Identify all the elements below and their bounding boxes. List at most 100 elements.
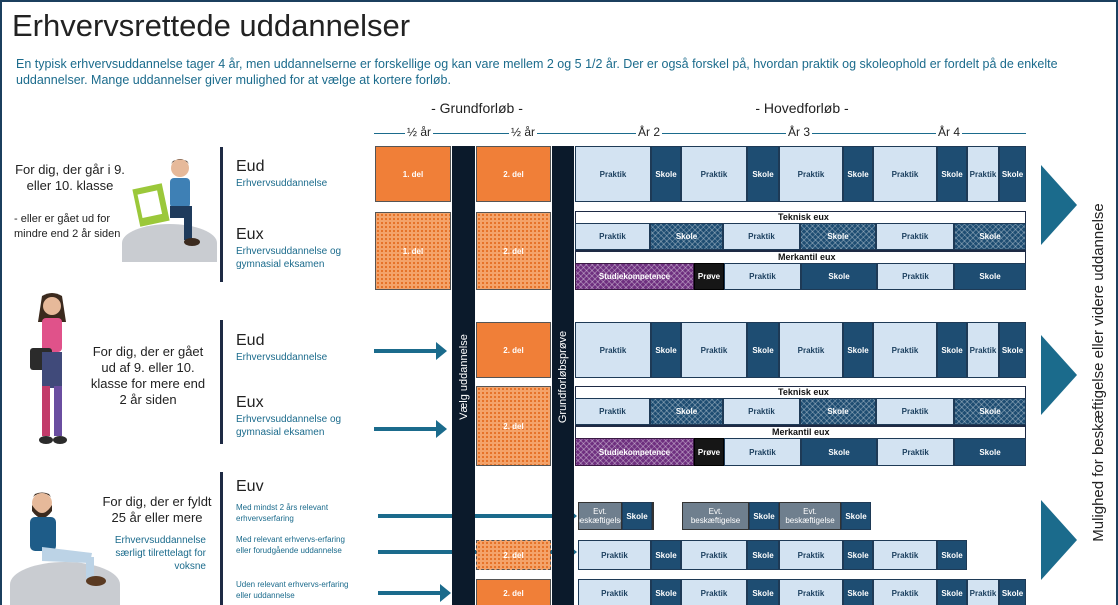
g3-track-3: Uden relevant erhvervs-erfaring eller ud… [236,580,349,600]
arrow-right-icon [440,584,451,602]
g3-r2-praktik: Praktik [873,540,937,570]
intro-text: En typisk erhvervsuddannelse tager 4 år,… [16,57,1058,87]
person-boy-sitting-icon [132,159,200,246]
g3-r2-praktik: Praktik [578,540,651,570]
g2-merkantil-label: Merkantil eux [772,427,830,437]
g3-r1-gap [652,502,654,530]
column-choose-education: Vælg uddannelse [452,146,475,605]
right-label: Mulighed for beskæftigelse eller videre … [1089,202,1107,542]
right-label-wrap: Mulighed for beskæftigelse eller videre … [1085,172,1111,572]
g1-eud-skole: Skole [999,146,1026,202]
g3-r1-evt: Evt. beskæftigelse [779,502,841,530]
g1-tek-praktik: Praktik [723,223,800,250]
g2-prove: Prøve [694,438,724,466]
g3-r2-skole: Skole [843,540,873,570]
g1-teknisk-label: Teknisk eux [778,212,829,222]
tick-year-3: År 3 [786,125,813,139]
g2-tek-praktik: Praktik [575,398,650,425]
group1-bracket [220,147,223,282]
g3-r3-skole: Skole [651,579,681,605]
g2-merk-skole: Skole [954,438,1026,466]
tick-year-2: År 2 [636,125,663,139]
g1-eud-praktik: Praktik [967,146,999,202]
g3-r3-praktik: Praktik [873,579,937,605]
group3-desc: Erhvervsuddannelse særligt tilrettelagt … [114,535,206,572]
g3-r3-del2: 2. del [476,579,551,605]
group2-bracket [220,320,223,444]
g2-tek-skole: Skole [650,398,723,425]
g1-eux-name: Eux [236,226,264,243]
g3-r1-skole: Skole [841,502,871,530]
g1-eud-del1: 1. del [375,146,451,202]
rock-shape [122,224,217,262]
column-choose-label: Vælg uddannelse [457,333,470,420]
group3-target: For dig, der er fyldt 25 år eller mere [102,494,212,525]
g2-eud-skole: Skole [937,322,967,378]
g3-r2-praktik: Praktik [779,540,843,570]
g1-eud-del2: 2. del [476,146,551,202]
g2-tek-skole: Skole [800,398,876,425]
g1-eud-praktik: Praktik [681,146,747,202]
arrow-right-icon [378,591,440,595]
group3-bracket [220,472,223,605]
g1-tek-praktik: Praktik [575,223,650,250]
person-man-sitting-icon [30,492,106,586]
g1-merk-skole: Skole [801,263,877,290]
g3-r2-skole: Skole [747,540,779,570]
g2-eud-skole: Skole [747,322,779,378]
g3-track-1: Med mindst 2 års relevant erhvervserfari… [236,503,329,523]
g1-tek-praktik: Praktik [876,223,954,250]
g1-tek-skole: Skole [954,223,1026,250]
g2-merk-praktik: Praktik [877,438,954,466]
chevron-right-icon [1041,335,1077,415]
tick-year-4: År 4 [936,125,963,139]
page-title: Erhvervsrettede uddannelser [12,8,411,43]
g3-r3-praktik: Praktik [578,579,651,605]
g2-tek-praktik: Praktik [723,398,800,425]
g1-tek-skole: Skole [800,223,876,250]
g2-eud-skole: Skole [843,322,873,378]
g1-tek-skole: Skole [650,223,723,250]
g3-r2-praktik: Praktik [681,540,747,570]
g2-eud-praktik: Praktik [779,322,843,378]
phase-hovedforlob: - Hovedforløb - [755,100,849,116]
person-girl-standing-icon [30,293,67,444]
chevron-right-icon [1041,500,1077,580]
g2-studiekompetence: Studiekompetence [575,438,694,466]
g2-eud-del2: 2. del [476,322,551,378]
g2-eud-praktik: Praktik [873,322,937,378]
g3-r2-del2: 2. del [476,540,551,570]
g1-studiekompetence: Studiekompetence [575,263,694,290]
arrow-right-icon [436,342,447,360]
g1-eud-skole: Skole [937,146,967,202]
g1-eud-praktik: Praktik [575,146,651,202]
g3-euv-name: Euv [236,478,264,495]
column-exam-label: Grundforløbsprøve [557,330,569,423]
g3-r2-skole: Skole [937,540,967,570]
group2-target: For dig, der er gået ud af 9. eller 10. … [90,344,206,407]
g1-merk-praktik: Praktik [724,263,801,290]
g1-merk-skole: Skole [954,263,1026,290]
g3-r1-skole: Skole [749,502,779,530]
g3-track-2: Med relevant erhvervs-erfaring eller for… [236,535,345,555]
g2-tek-skole: Skole [954,398,1026,425]
g1-eud-desc: Erhvervsuddannelse [236,178,328,189]
g1-eux-del2: 2. del [476,212,551,290]
g3-r2-skole: Skole [651,540,681,570]
g3-r1-evt: Evt. beskæftigelse [578,502,622,530]
g1-prove: Prøve [694,263,724,290]
phase-grundforlob: - Grundforløb - [431,100,523,116]
g1-eux-del1: 1. del [375,212,451,290]
g1-eux-desc: Erhvervsuddannelse og gymnasial eksamen [236,246,342,270]
g3-r3-skole: Skole [843,579,873,605]
g3-r1-evt: Evt. beskæftigelse [682,502,749,530]
g1-merkantil-label: Merkantil eux [778,252,836,262]
g2-eux-name: Eux [236,394,264,411]
group1-target: For dig, der går i 9. eller 10. klasse [15,162,125,193]
g3-r1-skole: Skole [622,502,652,530]
g3-r3-skole: Skole [999,579,1026,605]
g2-eud-skole: Skole [651,322,681,378]
g2-teknisk-label: Teknisk eux [778,387,829,397]
g1-eud-skole: Skole [651,146,681,202]
g2-merk-praktik: Praktik [724,438,801,466]
